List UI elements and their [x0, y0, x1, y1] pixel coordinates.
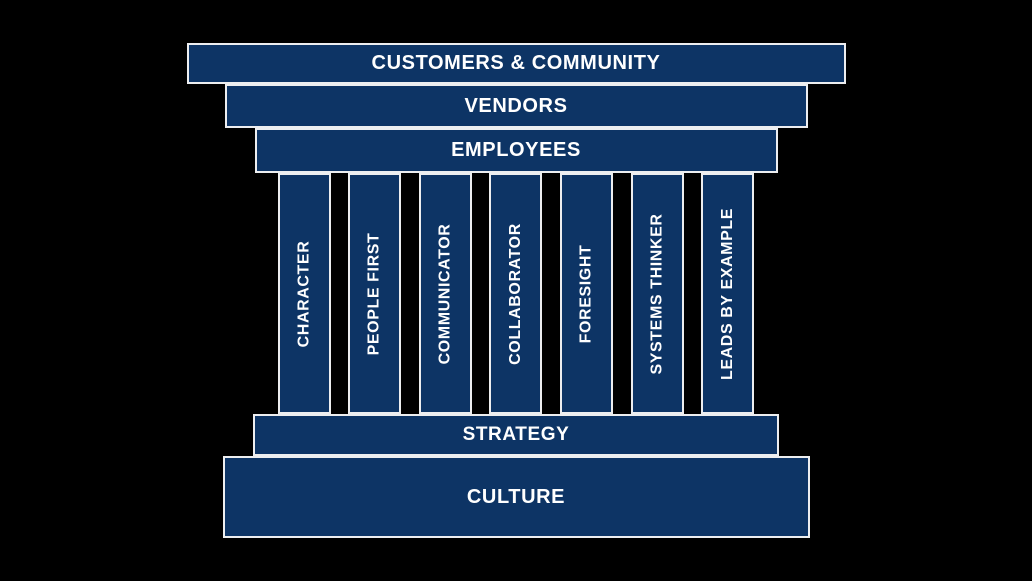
pillar-people-first: PEOPLE FIRST [348, 173, 402, 414]
bar-culture-label: CULTURE [466, 485, 566, 508]
bar-vendors-label: VENDORS [464, 94, 568, 117]
pillar-people-first-label: PEOPLE FIRST [365, 232, 383, 355]
bar-strategy: STRATEGY [253, 414, 779, 456]
pillar-character-label: CHARACTER [295, 240, 313, 347]
pillar-collaborator: COLLABORATOR [489, 173, 543, 414]
pillar-foresight: FORESIGHT [560, 173, 614, 414]
pillar-foresight-label: FORESIGHT [577, 244, 595, 343]
pillar-collaborator-label: COLLABORATOR [506, 222, 524, 365]
bar-customers-community: CUSTOMERS & COMMUNITY [186, 43, 846, 84]
bar-strategy-label: STRATEGY [462, 424, 570, 445]
pillar-character: CHARACTER [277, 173, 331, 414]
pillar-communicator-label: COMMUNICATOR [436, 223, 454, 364]
bar-vendors: VENDORS [224, 84, 808, 128]
bar-customers-community-label: CUSTOMERS & COMMUNITY [371, 52, 661, 74]
pillar-leads-by-example-label: LEADS BY EXAMPLE [718, 207, 736, 380]
bar-employees-label: EMPLOYEES [451, 139, 581, 161]
pillar-systems-thinker: SYSTEMS THINKER [630, 173, 684, 414]
pillar-communicator: COMMUNICATOR [418, 173, 472, 414]
pillar-systems-thinker-label: SYSTEMS THINKER [648, 212, 666, 375]
pillar-leads-by-example: LEADS BY EXAMPLE [701, 173, 755, 414]
bar-culture: CULTURE [222, 456, 810, 538]
pillar-row: CHARACTER PEOPLE FIRST COMMUNICATOR COLL… [277, 173, 755, 414]
bar-employees: EMPLOYEES [254, 128, 778, 173]
